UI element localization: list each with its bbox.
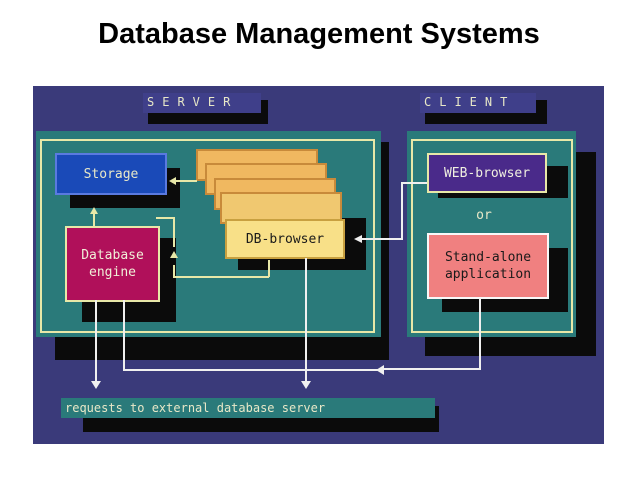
engine-label-line2: engine xyxy=(89,265,136,280)
standalone-request-v xyxy=(479,298,481,370)
diagram: SERVER CLIENT Storage Database engine DB… xyxy=(33,86,604,444)
db-browser-label: DB-browser xyxy=(245,231,325,247)
engine-label-line1: Database xyxy=(81,248,144,263)
storage-down-line-h xyxy=(156,217,174,219)
standalone-label-line2: application xyxy=(444,267,532,282)
standalone-box: Stand-alone application xyxy=(427,233,549,299)
or-label: or xyxy=(476,208,492,223)
page-title: Database Management Systems xyxy=(98,18,540,50)
server-panel-border xyxy=(40,139,375,333)
client-to-db-arrow xyxy=(354,235,362,243)
engine-link-h xyxy=(173,276,269,278)
server-label: SERVER xyxy=(143,93,261,113)
db-request-line xyxy=(305,258,307,382)
web-browser-link-v xyxy=(401,182,403,240)
storage-label: Storage xyxy=(83,166,139,182)
db-request-arrow xyxy=(301,381,311,389)
client-to-db-line xyxy=(361,238,403,240)
engine-up-arrow xyxy=(170,251,178,258)
db-browser-box: DB-browser xyxy=(225,219,345,259)
db-browser-stack-4 xyxy=(220,192,342,224)
database-engine-box: Database engine xyxy=(65,226,160,302)
engine-request-arrow xyxy=(91,381,101,389)
engine-to-storage-arrow xyxy=(90,207,98,214)
engine-request-line xyxy=(95,300,97,382)
engine-to-storage-line xyxy=(93,213,95,226)
storage-down-line-v xyxy=(173,217,175,247)
standalone-label-line1: Stand-alone xyxy=(444,250,532,265)
db-to-storage-arrow xyxy=(169,177,176,185)
db-to-storage-line xyxy=(175,180,197,182)
engine-client-line-v xyxy=(123,300,125,370)
requests-label: requests to external database server xyxy=(61,398,435,418)
standalone-request-h xyxy=(384,368,480,370)
client-request-arrow xyxy=(376,365,384,375)
db-browser-down-line xyxy=(268,260,270,277)
engine-client-line-h xyxy=(123,369,384,371)
web-browser-link-h xyxy=(401,182,427,184)
storage-box: Storage xyxy=(55,153,167,195)
web-browser-box: WEB-browser xyxy=(427,153,547,193)
client-panel-border xyxy=(411,139,573,333)
engine-link-v xyxy=(173,265,175,277)
client-label: CLIENT xyxy=(420,93,536,113)
web-browser-label: WEB-browser xyxy=(443,165,531,181)
